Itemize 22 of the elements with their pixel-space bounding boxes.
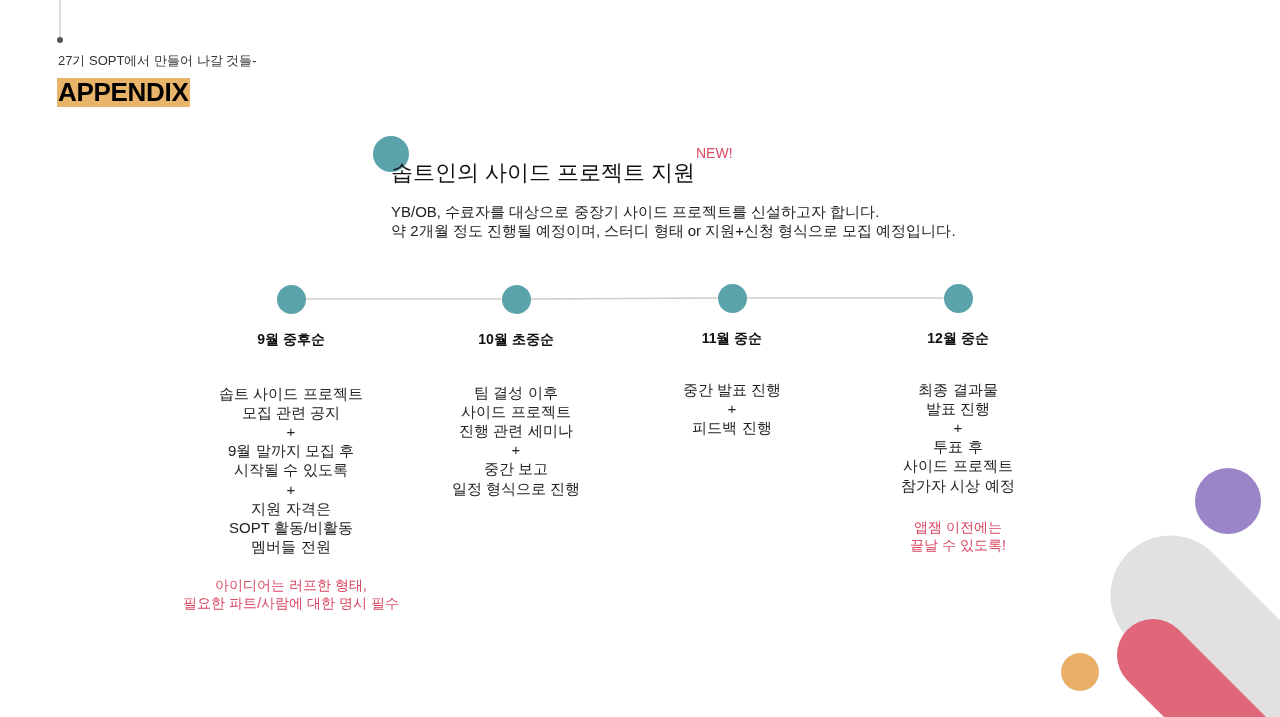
timeline-dot	[943, 283, 973, 313]
timeline-dot	[276, 284, 306, 314]
note-text: 아이디어는 러프한 형태, 필요한 파트/사람에 대한 명시 필수	[183, 576, 399, 612]
schedule-text: 최종 결과물 발표 진행 + 투표 후 사이드 프로젝트 참가자 시상 예정	[901, 379, 1015, 495]
intro-paragraph: YB/OB, 수료자를 대상으로 중장기 사이드 프로젝트를 신설하고자 합니다. 약 2개월 정도 진행될 예정이며, 스터디 형태 or 지원+신청 형식으로 모집 예정입니다.	[391, 203, 956, 240]
connector-line	[529, 297, 719, 300]
timeline-dot	[717, 283, 747, 313]
note-text: 앱잼 이전에는 끝날 수 있도록!	[910, 518, 1006, 554]
new-label: NEW!	[696, 144, 733, 162]
page-title: APPENDIX	[57, 78, 190, 107]
schedule-text: 팀 결성 이후 사이드 프로젝트 진행 관련 세미나 + 중간 보고 일정 형식으로 진행	[451, 382, 581, 498]
date-label: 12월 중순	[927, 329, 989, 347]
date-label: 10월 초중순	[478, 330, 554, 348]
date-label: 11월 중순	[701, 329, 763, 347]
connector-line	[745, 297, 945, 299]
date-label: 9월 중후순	[257, 330, 325, 348]
connector-line	[304, 298, 503, 300]
section-heading: 솝트인의 사이드 프로젝트 지원	[391, 159, 696, 187]
schedule-text: 중간 발표 진행 + 피드백 진행	[682, 379, 782, 438]
schedule-text: 솝트 사이드 프로젝트 모집 관련 공지 + 9월 말까지 모집 후 시작될 수 있도록 + 지원 자격은 SOPT 활동/비활동 멤버들 전원	[219, 383, 363, 557]
subtitle: 27기 SOPT에서 만들어 나갈 것들-	[58, 52, 257, 70]
timeline-dot	[501, 284, 531, 314]
